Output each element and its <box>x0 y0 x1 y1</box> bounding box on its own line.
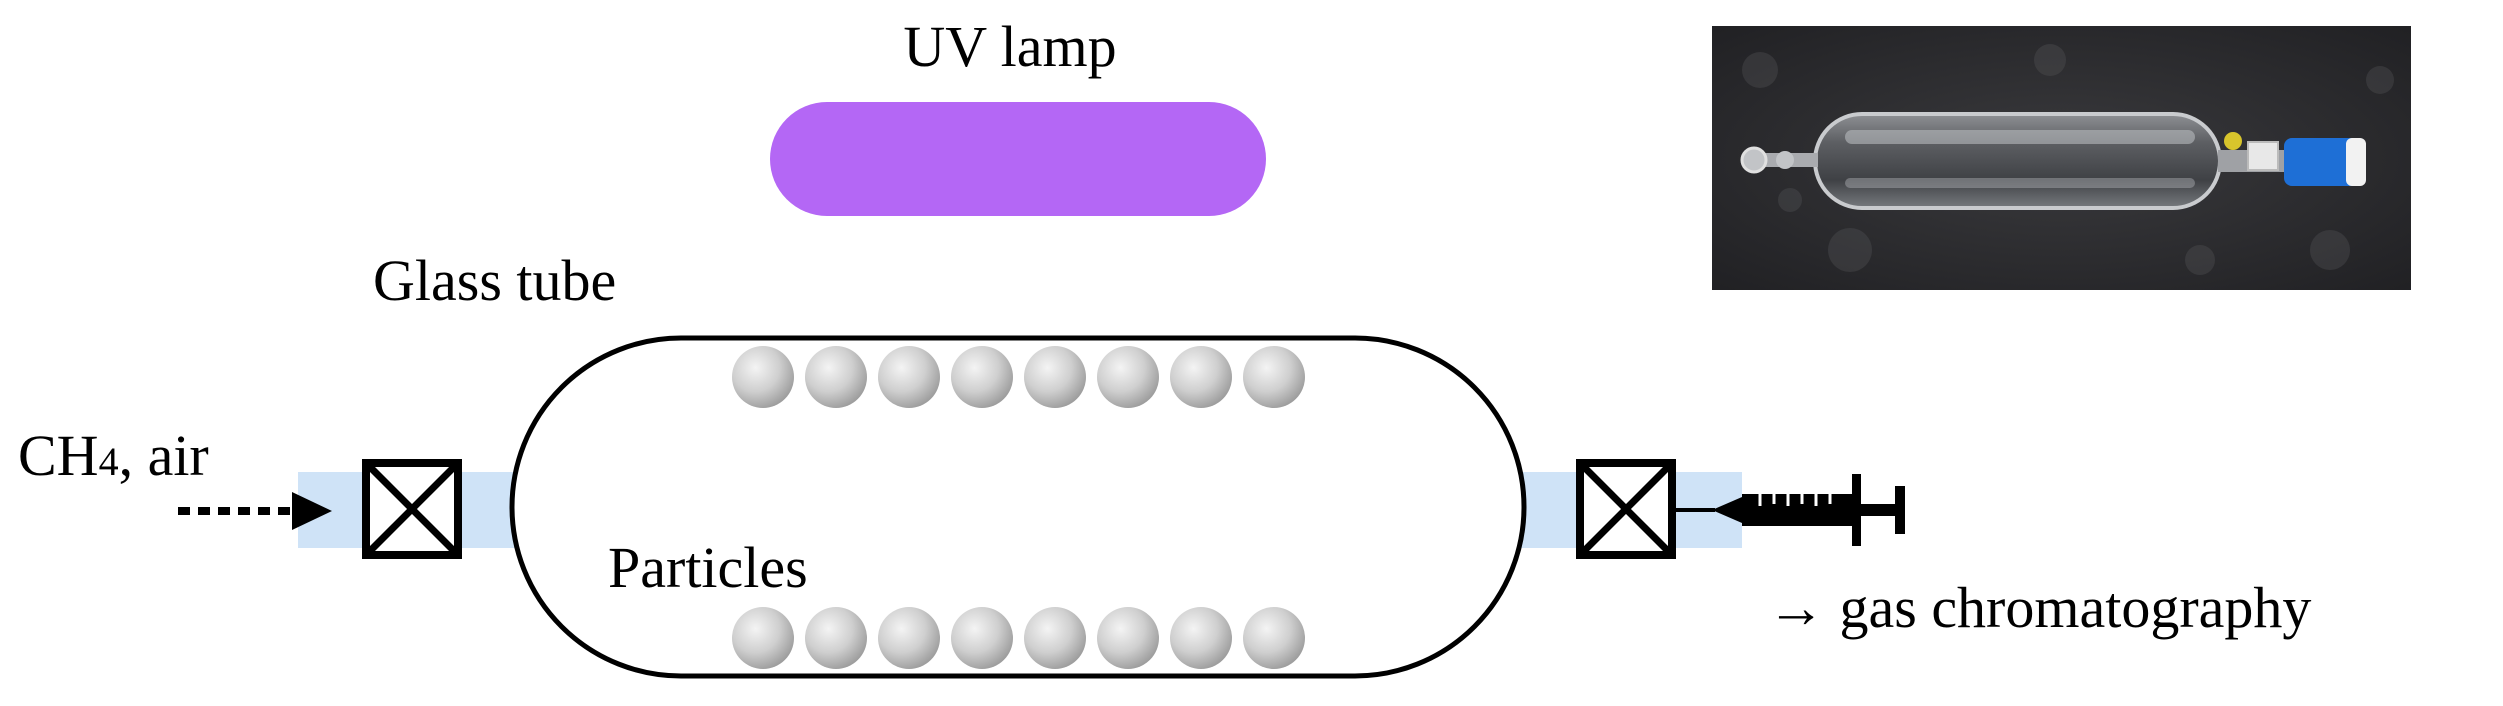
particle <box>805 346 867 408</box>
inlet-valve-icon <box>362 459 462 559</box>
inlet-gas-subscript: 4 <box>99 439 119 484</box>
particle <box>1170 607 1232 669</box>
reactor-photo <box>1712 26 2411 290</box>
particle <box>732 346 794 408</box>
uv-lamp-label: UV lamp <box>903 14 1116 79</box>
particle <box>951 607 1013 669</box>
particles-top-row <box>732 346 1305 408</box>
particle <box>1097 346 1159 408</box>
photo-glass-body <box>1813 112 2222 210</box>
particle <box>878 346 940 408</box>
glass-tube-label: Glass tube <box>373 248 616 313</box>
syringe-icon <box>1672 474 1905 546</box>
glass-tube <box>509 335 1527 679</box>
outlet-label: → gas chromatography <box>1767 575 2311 640</box>
particle <box>1097 607 1159 669</box>
particle <box>732 607 794 669</box>
dashed-arrow-icon <box>178 492 332 530</box>
uv-lamp <box>770 102 1266 216</box>
particle <box>951 346 1013 408</box>
inlet-gas-formula: CH <box>18 423 99 488</box>
particles-bottom-row <box>732 607 1305 669</box>
particle <box>805 607 867 669</box>
particle <box>1024 607 1086 669</box>
inlet-gas-rest: , air <box>119 423 209 488</box>
particle <box>878 607 940 669</box>
particle <box>1243 346 1305 408</box>
inlet-gas-label: CH4, air <box>18 423 209 488</box>
particles-label: Particles <box>608 535 808 600</box>
particle <box>1170 346 1232 408</box>
particle <box>1243 607 1305 669</box>
outlet-valve-icon <box>1576 459 1676 559</box>
particle <box>1024 346 1086 408</box>
